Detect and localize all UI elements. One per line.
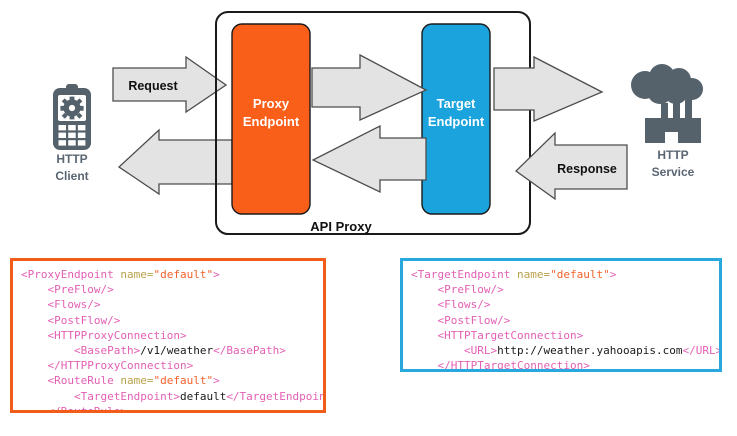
code-token-tag: <PostFlow/> [437, 313, 511, 327]
code-token-txt [411, 298, 438, 311]
code-line: <PostFlow/> [21, 313, 315, 328]
target-endpoint-code-block: <TargetEndpoint name="default"> <PreFlow… [400, 258, 722, 372]
api-proxy-diagram: HTTP Client HTTP Service Request API Pro… [53, 11, 703, 235]
code-token-tag: > [213, 268, 220, 281]
code-token-txt [21, 329, 48, 342]
code-token-txt [411, 359, 438, 369]
code-token-tag: </URL> [682, 343, 722, 357]
code-token-tag: <Flows/> [437, 298, 491, 312]
code-token-tag: <BasePath> [73, 343, 141, 357]
code-token-tag: > [213, 374, 220, 388]
code-token-tag: <URL> [463, 343, 498, 357]
code-token-tag: </RouteRule> [47, 404, 127, 413]
target-to-service-arrow [493, 55, 604, 122]
api-proxy-container-label: API Proxy [310, 219, 372, 234]
code-token-tag: <HTTPProxyConnection> [47, 328, 187, 342]
target-endpoint-label-line2: Endpoint [428, 114, 485, 129]
proxy-endpoint-code-block: <ProxyEndpoint name="default"> <PreFlow/… [10, 258, 326, 413]
code-token-tag: <HTTPTargetConnection> [437, 328, 584, 342]
code-token-tag: <PostFlow/> [47, 313, 121, 327]
code-token-attr: name= [120, 268, 154, 281]
http-client-label-line2: Client [55, 169, 88, 183]
code-token-attr: name= [516, 268, 551, 281]
proxy-to-client-arrow [117, 128, 233, 196]
code-token-txt [21, 344, 74, 357]
code-token-tag: </HTTPTargetConnection> [437, 359, 590, 372]
mobile-phone-gear-icon [53, 84, 91, 150]
code-line: </HTTPProxyConnection> [21, 358, 315, 373]
code-token-txt [411, 344, 464, 357]
code-token-tag: <TargetEndpoint> [73, 389, 180, 403]
code-token-txt [411, 329, 438, 342]
code-token-tag: <RouteRule [47, 374, 121, 388]
http-service-label-line2: Service [652, 165, 695, 179]
proxy-endpoint-box [231, 23, 311, 215]
code-line: </HTTPTargetConnection> [411, 358, 711, 372]
code-token-tag: <ProxyEndpoint [21, 268, 121, 281]
code-token-txt [21, 298, 48, 311]
code-line: <Flows/> [411, 297, 711, 312]
code-token-txt [21, 283, 48, 296]
code-token-txt [21, 405, 48, 410]
code-token-tag: </BasePath> [213, 343, 286, 357]
code-token-tag: <PreFlow/> [47, 283, 114, 297]
code-token-tag: </HTTPProxyConnection> [47, 359, 194, 373]
code-token-txt [21, 390, 74, 403]
code-line: <URL>http://weather.yahooapis.com</URL> [411, 343, 719, 358]
target-endpoint-label-line1: Target [437, 96, 476, 111]
response-arrow-label: Response [557, 162, 617, 176]
http-service-label-line1: HTTP [657, 148, 688, 162]
http-client-label-line1: HTTP [56, 152, 87, 166]
code-token-tag: <Flows/> [47, 298, 101, 312]
request-arrow-label: Request [128, 79, 178, 93]
factory-cloud-icon [631, 64, 703, 143]
code-token-txt [411, 314, 438, 327]
code-line: <ProxyEndpoint name="default"> [21, 267, 315, 282]
code-token-tag: > [609, 268, 617, 281]
proxy-endpoint-label-line1: Proxy [253, 96, 290, 111]
code-line: <TargetEndpoint name="default"> [411, 267, 711, 282]
proxy-endpoint-label-line2: Endpoint [243, 114, 300, 129]
code-token-txt [21, 314, 48, 327]
code-line: <TargetEndpoint>default</TargetEndpoint> [21, 389, 323, 404]
code-token-val: "default" [550, 268, 610, 281]
code-token-tag: <TargetEndpoint [411, 268, 517, 281]
code-token-tag: <PreFlow/> [437, 283, 504, 297]
request-arrow [112, 55, 228, 114]
target-endpoint-box [421, 23, 491, 215]
response-arrow [514, 131, 628, 201]
code-token-txt [21, 374, 48, 387]
code-token-tag: </TargetEndpoint> [226, 389, 326, 403]
code-line: </RouteRule> [21, 404, 315, 413]
code-token-txt: default [179, 389, 227, 403]
code-line: <BasePath>/v1/weather</BasePath> [21, 343, 315, 358]
api-proxy-container [215, 11, 531, 235]
code-token-txt: /v1/weather [140, 343, 214, 357]
code-line: <RouteRule name="default"> [21, 373, 315, 388]
code-line: <HTTPProxyConnection> [21, 328, 315, 343]
proxy-to-target-arrow [311, 53, 428, 122]
code-token-txt [411, 283, 438, 296]
code-token-txt [21, 359, 48, 372]
code-line: <Flows/> [21, 297, 315, 312]
code-line: <PreFlow/> [411, 282, 711, 297]
target-to-proxy-arrow [311, 124, 427, 194]
code-line: <PostFlow/> [411, 313, 711, 328]
code-line: <PreFlow/> [21, 282, 315, 297]
code-token-val: "default" [153, 268, 214, 281]
code-token-attr: name= [120, 374, 154, 388]
code-token-txt: http://weather.yahooapis.com [497, 343, 683, 357]
code-token-val: "default" [153, 374, 214, 388]
code-line: <HTTPTargetConnection> [411, 328, 711, 343]
